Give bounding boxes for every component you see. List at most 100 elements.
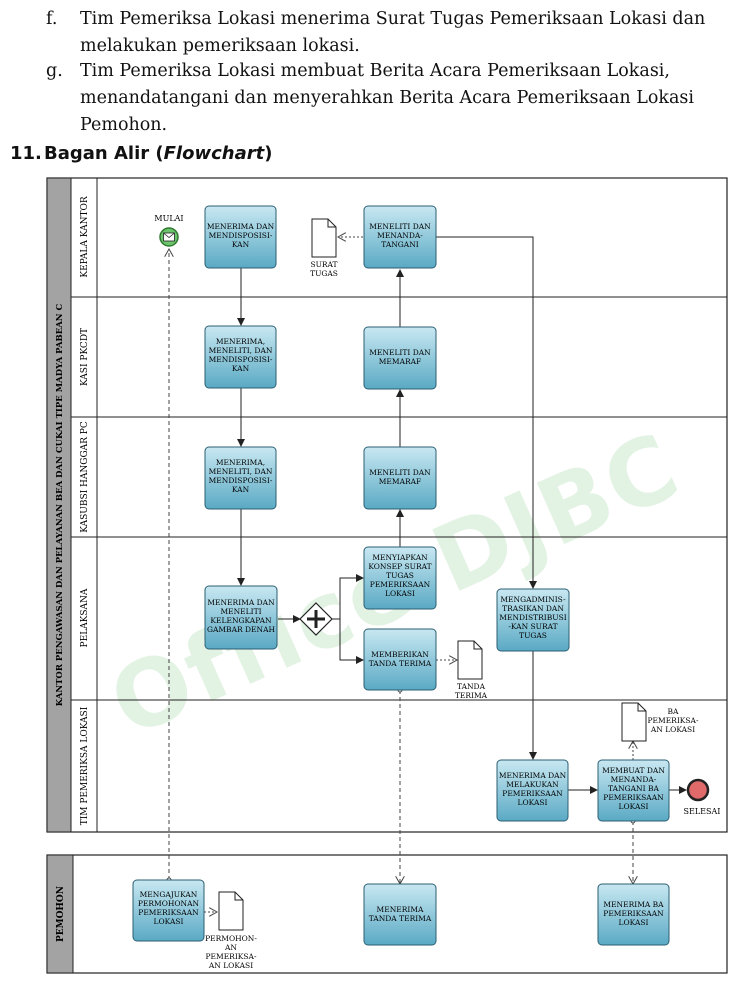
doc-line: PEMERIKSA- [648, 716, 699, 725]
task-line: KELENGKAPAN [210, 616, 272, 625]
task-line: MENGAJUKAN [140, 890, 198, 899]
main-pool-title: KANTOR PENGAWASAN DAN PELAYANAN BEA DAN … [55, 303, 65, 706]
list-line: Tim Pemeriksa Lokasi menerima Surat Tuga… [80, 9, 706, 29]
task-line: PEMERIKSAAN [502, 789, 563, 798]
list-line: Tim Pemeriksa Lokasi membuat Berita Acar… [80, 61, 670, 81]
task-line: MENERIMA DAN [207, 598, 275, 607]
task-line: MENDISPOSISI- [209, 231, 273, 240]
task-line: MENANDA- [377, 231, 423, 240]
task-line: MENANDA- [611, 775, 657, 784]
doc-line: SURAT [310, 260, 337, 269]
section-number: 11. [10, 143, 42, 164]
list-text: Tim Pemeriksa Lokasi membuat Berita Acar… [80, 58, 740, 139]
doc-line: AN [224, 943, 237, 952]
envelope-icon [163, 232, 175, 242]
task-line: MENERIMA BA [603, 900, 664, 909]
task-line: TRASIKAN DAN [502, 604, 564, 613]
task-line: -KAN SURAT [508, 622, 557, 631]
task-line: MENERIMA DAN [499, 771, 567, 780]
doc-line: AN LOKASI [208, 961, 253, 970]
task-line: PEMERIKSAAN [603, 909, 664, 918]
task-line: PEMERIKSAAN [370, 580, 431, 589]
task-line: TUGAS [519, 631, 547, 640]
start-label: MULAI [154, 214, 183, 223]
task-line: TANDA TERIMA [369, 659, 432, 668]
task-line: MENGADMINIS- [500, 595, 566, 604]
doc-line: BA [668, 707, 680, 716]
section-heading: 11.Bagan Alir (Flowchart) [10, 143, 272, 164]
pemohon-pool-title: PEMOHON [56, 886, 66, 942]
doc-line: TANDA [457, 682, 486, 691]
list-letter: f. [46, 9, 58, 29]
task-line: TANGANI BA [608, 784, 659, 793]
task-line: MENYIAPKAN [372, 553, 428, 562]
list-line: Pemohon. [80, 115, 168, 135]
task-line: MENDISPOSISI- [209, 355, 273, 364]
task-line: GAMBAR DENAH [207, 625, 276, 634]
doc-line: TUGAS [310, 269, 338, 278]
task-line: MENERIMA, [216, 458, 265, 467]
list-letter: g. [46, 61, 63, 81]
task-line: PERMOHONAN [138, 899, 200, 908]
task-line: LOKASI [154, 917, 184, 926]
task-line: MENELITI [220, 607, 261, 616]
task-line: MEMBERIKAN [371, 650, 429, 659]
doc-line: TERIMA [455, 691, 488, 700]
task-line: MENELITI DAN [369, 468, 431, 477]
end-event [686, 778, 710, 802]
task-line: MENDISPOSISI- [209, 476, 273, 485]
flow-k2-l4 [436, 236, 537, 589]
task-line: LOKASI [518, 798, 548, 807]
task-line: MELAKUKAN [506, 780, 559, 789]
section-title-italic: Flowchart [163, 143, 265, 164]
task-line: MENELITI, DAN [209, 346, 273, 355]
task-line: TUGAS [386, 571, 414, 580]
doc-line: PEMERIKSA- [206, 952, 257, 961]
section-title: Bagan Alir ( [44, 143, 164, 164]
flow-gateway-l2 [332, 574, 364, 620]
lane-kasubsi-hanggar: KASUBSI HANGGAR PC [80, 421, 90, 533]
main-pool-header [46, 177, 72, 833]
task-line: MEMBUAT DAN [602, 766, 665, 775]
list-line: melakukan pemeriksaan lokasi. [80, 36, 360, 56]
task-line: MEMARAF [379, 477, 422, 486]
task-line: MENELITI DAN [369, 348, 431, 357]
doc-line: PERMOHON- [205, 934, 257, 943]
task-line: LOKASI [619, 918, 649, 927]
section-title-end: ) [264, 143, 273, 164]
doc-line: AN LOKASI [650, 725, 695, 734]
task-line: PEMERIKSAAN [138, 908, 199, 917]
lane-kepala-kantor: KEPALA KANTOR [80, 196, 90, 277]
